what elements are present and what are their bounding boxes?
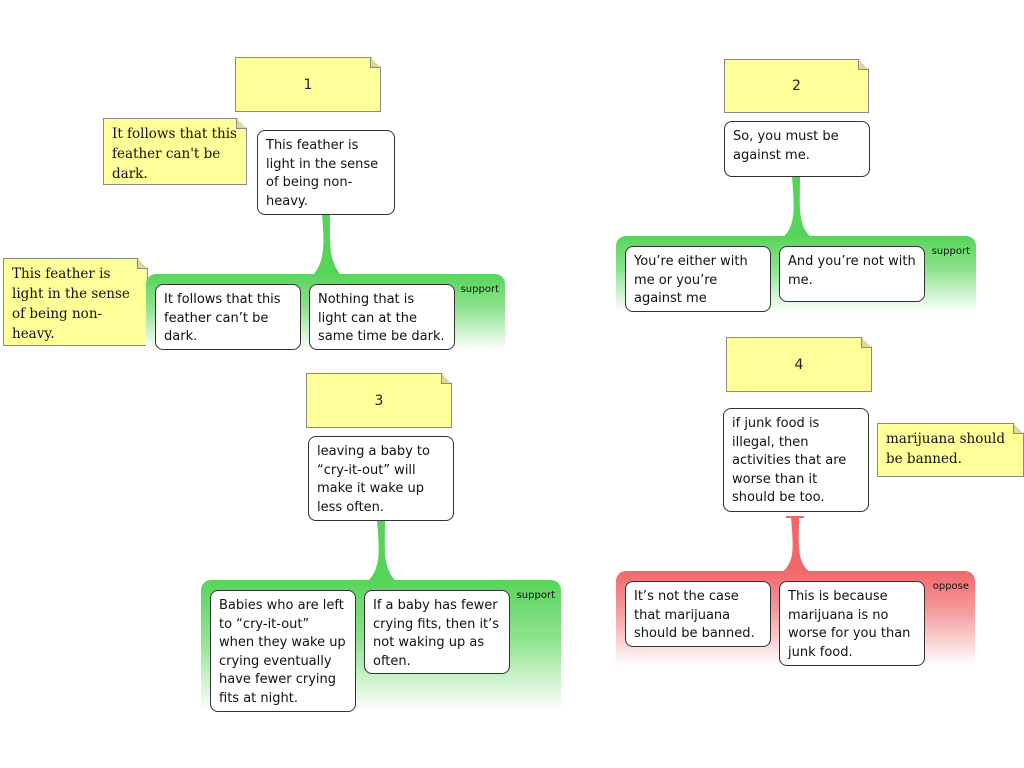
diagram-4-premise-2[interactable]: This is because marijuana is no worse fo… xyxy=(779,581,925,666)
diagram-1-number: 1 xyxy=(303,76,313,93)
diagram-1-number-note: 1 xyxy=(235,57,381,112)
diagram-3-premise-1-text: Babies who are left to “cry-it-out” when… xyxy=(219,598,346,706)
diagram-2-number-note: 2 xyxy=(724,59,869,113)
diagram-2-premise-2[interactable]: And you’re not with me. xyxy=(779,246,925,302)
diagram-1-left-note-text: This feather is light in the sense of be… xyxy=(12,266,130,342)
support-connector-2 xyxy=(782,176,812,238)
diagram-4-number-note: 4 xyxy=(726,337,872,392)
diagram-1-premise-2[interactable]: Nothing that is light can at the same ti… xyxy=(309,284,455,350)
diagram-2-premise-1-text: You’re either with me or you’re against … xyxy=(634,254,748,306)
diagram-1-claim-text: This feather is light in the sense of be… xyxy=(266,138,379,209)
diagram-2-premise-1[interactable]: You’re either with me or you’re against … xyxy=(625,246,771,312)
diagram-1-side-note: It follows that this feather can't be da… xyxy=(103,118,247,185)
diagram-2-claim-text: So, you must be against me. xyxy=(733,129,839,163)
diagram-4-claim-box[interactable]: if junk food is illegal, then activities… xyxy=(723,408,869,512)
diagram-3-premise-2-text: If a baby has fewer crying fits, then it… xyxy=(373,598,500,669)
diagram-4-premise-1-text: It’s not the case that marijuana should … xyxy=(634,589,755,641)
diagram-3-claim-box[interactable]: leaving a baby to “cry-it-out” will make… xyxy=(308,436,454,521)
diagram-3-premise-1[interactable]: Babies who are left to “cry-it-out” when… xyxy=(210,590,356,712)
support-connector-3 xyxy=(367,520,397,582)
diagram-3-claim-text: leaving a baby to “cry-it-out” will make… xyxy=(317,444,430,515)
diagram-2-relation-label: support xyxy=(931,246,970,257)
diagram-4-relation-label: oppose xyxy=(932,581,969,592)
diagram-4-premise-2-text: This is because marijuana is no worse fo… xyxy=(788,589,911,660)
diagram-1-premise-2-text: Nothing that is light can at the same ti… xyxy=(318,292,445,344)
diagram-3-premise-2[interactable]: If a baby has fewer crying fits, then it… xyxy=(364,590,510,674)
diagram-3-relation-label: support xyxy=(516,590,555,601)
diagram-4-premise-1[interactable]: It’s not the case that marijuana should … xyxy=(625,581,771,647)
support-connector-1 xyxy=(312,214,342,276)
diagram-1-side-note-text: It follows that this feather can't be da… xyxy=(112,126,237,182)
diagram-1-premise-1[interactable]: It follows that this feather can’t be da… xyxy=(155,284,301,350)
oppose-connector-4 xyxy=(781,517,811,573)
diagram-1-claim-box[interactable]: This feather is light in the sense of be… xyxy=(257,130,395,215)
diagram-2-number: 2 xyxy=(792,78,801,94)
diagram-4-side-note: marijuana should be banned. xyxy=(877,423,1024,477)
diagram-4-side-note-text: marijuana should be banned. xyxy=(886,431,1005,467)
diagram-1-left-note: This feather is light in the sense of be… xyxy=(3,258,148,346)
diagram-3-number: 3 xyxy=(374,392,384,409)
diagram-4-claim-text: if junk food is illegal, then activities… xyxy=(732,416,847,505)
diagram-2-premise-2-text: And you’re not with me. xyxy=(788,254,916,288)
diagram-2-claim-box[interactable]: So, you must be against me. xyxy=(724,121,870,177)
diagram-4-number: 4 xyxy=(794,356,804,373)
diagram-3-number-note: 3 xyxy=(306,373,452,428)
diagram-1-premise-1-text: It follows that this feather can’t be da… xyxy=(164,292,281,344)
diagram-1-relation-label: support xyxy=(460,284,499,295)
